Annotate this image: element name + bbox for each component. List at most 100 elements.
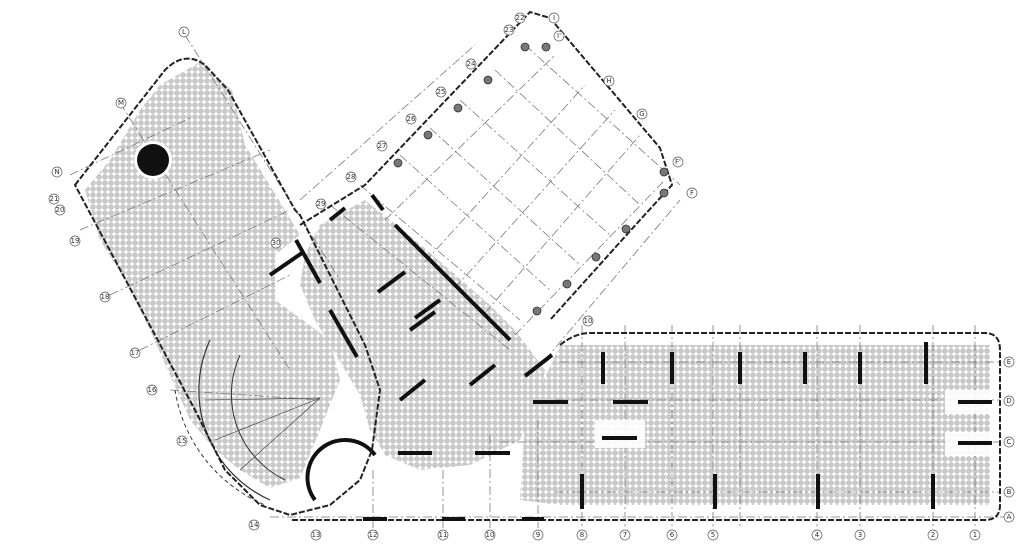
grid-tag-22: 22: [514, 12, 526, 24]
grid-tag-7-label: 7: [623, 531, 627, 539]
grid-tag-21: 21: [48, 193, 60, 205]
grid-letter-tags: A B C D E F F' G H I I' L M N: [51, 12, 1015, 523]
grid-tag-f: F: [686, 187, 698, 199]
grid-tag-3: 3: [854, 529, 866, 541]
grid-tag-22-label: 22: [516, 14, 525, 22]
grid-tag-i-label: I: [553, 14, 555, 22]
grid-tag-d-label: D: [1006, 397, 1011, 405]
grid-tag-i: I: [548, 12, 560, 24]
grid-tag-1: 1: [969, 529, 981, 541]
floor-hatch-areas: [85, 62, 990, 505]
grid-tag-2-label: 2: [931, 531, 935, 539]
grid-tag-17-label: 17: [131, 349, 140, 357]
ramp-radial-3: [239, 397, 321, 471]
hatch-right-wing: [520, 345, 990, 505]
grid-tag-f-prime: F': [672, 156, 684, 168]
grid-tag-24: 24: [465, 58, 477, 70]
grid-tag-12-label: 12: [369, 531, 378, 539]
grid-tag-26: 26: [405, 113, 417, 125]
grid-tag-6-label: 6: [670, 531, 675, 539]
grid-tag-12: 12: [367, 529, 379, 541]
ramp-radial-2: [214, 397, 321, 441]
grid-tag-n: N: [51, 166, 63, 178]
hatch-middle-wing: [300, 200, 545, 470]
outline-left-wing: [73, 57, 382, 517]
grid-tag-14-label: 14: [250, 521, 259, 529]
grid-tag-e-label: E: [1007, 358, 1011, 366]
walls-overlay: [602, 400, 992, 445]
grid-tag-4: 4: [811, 529, 823, 541]
grid-tag-5: 5: [707, 529, 719, 541]
grid-tag-18-label: 18: [101, 293, 110, 301]
grid-tag-3-label: 3: [858, 531, 862, 539]
ramp-dashed-arc: [174, 389, 266, 506]
grid-tag-8: 8: [576, 529, 588, 541]
grid-tag-19: 19: [69, 235, 81, 247]
outline-right-wing: [290, 332, 1001, 521]
grid-tag-a-label: A: [1007, 513, 1012, 521]
grid-tag-21-label: 21: [50, 195, 59, 203]
grid-tag-l: L: [178, 26, 190, 38]
grid-tag-10-upper-label: 10: [584, 317, 593, 325]
grid-tag-29-label: 29: [317, 200, 326, 208]
grid-number-tags: 1 2 3 4 5 6 7 8 9 10 10 11 12 13 14 15 1…: [48, 12, 981, 541]
grid-tag-i-prime: I': [553, 30, 565, 42]
grid-tag-26-label: 26: [407, 115, 416, 123]
grid-tag-2: 2: [927, 529, 939, 541]
grid-tag-27-label: 27: [378, 142, 387, 150]
grid-tag-9: 9: [532, 529, 544, 541]
grid-tag-i-prime-label: I': [557, 32, 561, 40]
shaft-icon: [134, 141, 172, 179]
grid-tag-b-label: B: [1007, 488, 1012, 496]
grid-tag-10-upper: 10: [582, 315, 594, 327]
grid-tag-27: 27: [376, 140, 388, 152]
grid-tag-20: 20: [54, 204, 66, 216]
grid-tag-11: 11: [437, 529, 449, 541]
grid-tag-24-label: 24: [467, 60, 476, 68]
grid-tag-n-label: N: [54, 168, 59, 176]
grid-tag-29: 29: [315, 198, 327, 210]
grid-tag-4-label: 4: [815, 531, 820, 539]
grid-tag-17: 17: [129, 347, 141, 359]
grid-tag-8-label: 8: [580, 531, 584, 539]
grid-tag-13-label: 13: [312, 531, 321, 539]
grid-tag-d: D: [1003, 395, 1015, 407]
grid-tag-7: 7: [619, 529, 631, 541]
grid-tag-h-label: H: [606, 77, 611, 85]
grid-tag-c-label: C: [1007, 438, 1012, 446]
grid-tag-28: 28: [345, 171, 357, 183]
grid-tag-30-label: 30: [272, 239, 281, 247]
ramp-radial-1: [204, 397, 321, 401]
grid-tag-15: 15: [176, 435, 188, 447]
grid-tag-5-label: 5: [711, 531, 715, 539]
grid-tag-16-label: 16: [148, 386, 157, 394]
ramp-inner-arc: [230, 354, 286, 481]
grid-tag-g: G: [636, 108, 648, 120]
grid-tag-23: 23: [503, 24, 515, 36]
grid-tag-c: C: [1003, 436, 1015, 448]
grid-tag-f-prime-label: F': [675, 158, 681, 166]
grid-tag-6: 6: [666, 529, 678, 541]
grid-tag-13: 13: [310, 529, 322, 541]
lower-curve: [305, 438, 377, 502]
grid-tag-16: 16: [146, 384, 158, 396]
grid-tag-g-label: G: [639, 110, 644, 118]
grid-tag-14: 14: [248, 519, 260, 531]
grid-tag-9-label: 9: [536, 531, 540, 539]
grid-tag-28-label: 28: [347, 173, 356, 181]
grid-tag-l-label: L: [182, 28, 186, 36]
grid-tag-19-label: 19: [71, 237, 80, 245]
grid-tag-m-label: M: [118, 99, 124, 107]
grid-tag-f-label: F: [690, 189, 694, 197]
grid-tag-11-label: 11: [439, 531, 448, 539]
grid-tag-25: 25: [435, 86, 447, 98]
grid-tag-15-label: 15: [178, 437, 187, 445]
grid-tag-1-label: 1: [973, 531, 977, 539]
grid-tag-m: M: [115, 97, 127, 109]
grid-tag-20-label: 20: [56, 206, 65, 214]
grid-tag-a: A: [1000, 511, 1015, 523]
grid-tag-10-label: 10: [486, 531, 495, 539]
grid-tag-25-label: 25: [437, 88, 446, 96]
